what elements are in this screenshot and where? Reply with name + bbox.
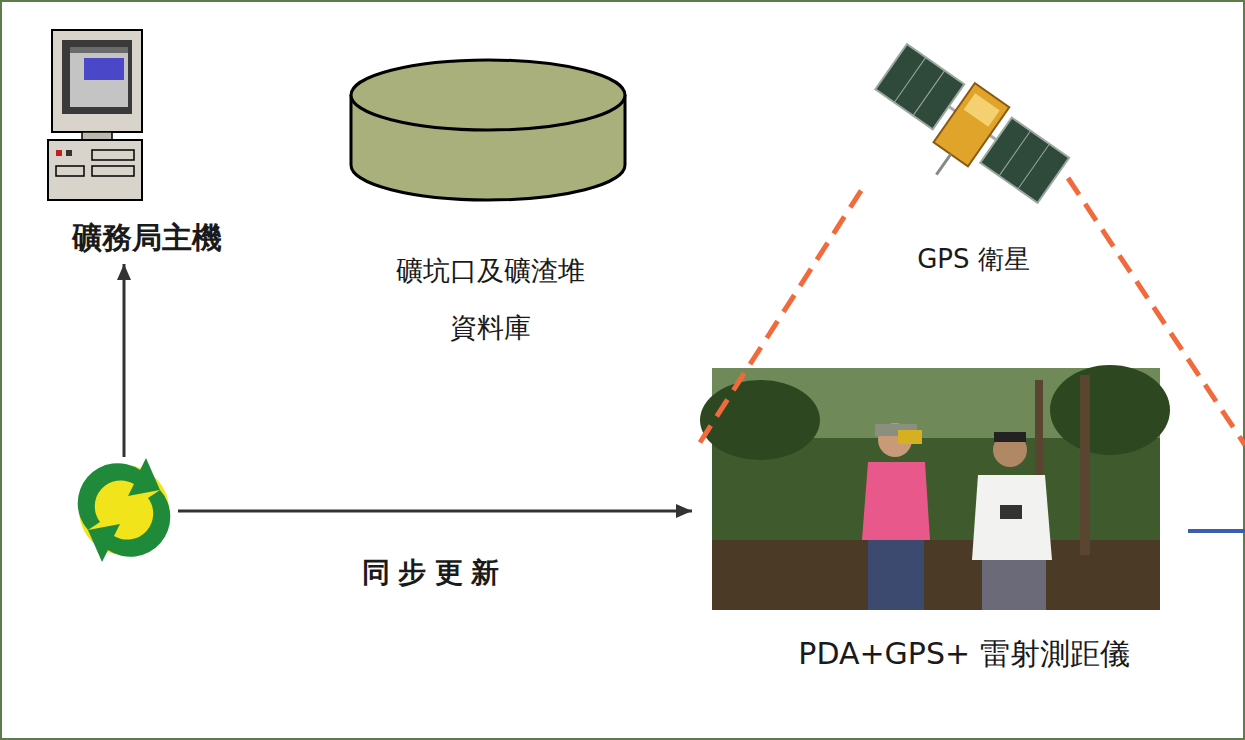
connector: [178, 504, 692, 518]
edge-label: 同步更新: [358, 554, 512, 592]
field-photo: [700, 365, 1170, 610]
diagram-node: 礦務局主機: [35, 25, 258, 256]
blue-line: [1188, 529, 1245, 533]
node-label: 礦坑口及礦渣堆 資料庫: [390, 243, 590, 356]
diagram-node: GPS 衛星: [862, 22, 1085, 275]
node-label: GPS 衛星: [862, 244, 1085, 275]
node-label: PDA+GPS+ 雷射測距儀: [700, 636, 1228, 672]
satellite-icon: [855, 38, 1073, 231]
diagram-node: [78, 465, 170, 557]
connector: [117, 264, 131, 457]
computer-icon: [48, 30, 142, 200]
diagram-node: 礦坑口及礦渣堆 資料庫: [340, 55, 640, 356]
sync-icon: [78, 458, 171, 562]
node-label: 礦務局主機: [35, 220, 258, 256]
database-cylinder: [351, 60, 625, 200]
diagram-node: PDA+GPS+ 雷射測距儀: [700, 366, 1228, 672]
connector: [700, 189, 862, 442]
